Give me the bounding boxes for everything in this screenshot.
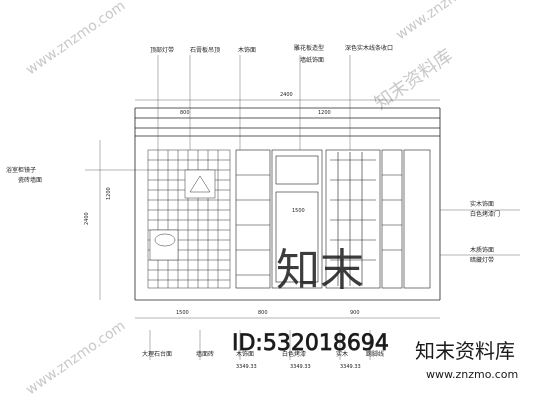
- right-label-2: 木质饰面: [470, 246, 494, 254]
- dim-top-0: 2400: [280, 92, 293, 98]
- ceiling-lines: [134, 107, 441, 301]
- bottom-sub-0: 3349.33: [236, 364, 257, 370]
- top-label-4: 墙纸饰面: [300, 56, 324, 64]
- dim-left-1: 1200: [106, 187, 112, 200]
- watermark-site-4: www.znzmo.com: [426, 368, 518, 381]
- top-dims: 2400 800 1200 1500: [180, 92, 331, 214]
- left-label-1: 瓷砖墙面: [18, 176, 42, 184]
- dim-bottom-0: 1500: [176, 310, 189, 316]
- watermark-site-2: www.znzmo.com: [393, 0, 498, 43]
- shelving-unit: [235, 149, 431, 289]
- dim-top-1: 800: [180, 110, 190, 116]
- bottom-label-2: 木饰面: [236, 350, 254, 358]
- top-label-5: 深色实木线条收口: [345, 44, 393, 52]
- dim-bottom-1: 800: [258, 310, 268, 316]
- top-label-0: 顶部灯带: [150, 46, 174, 54]
- bottom-label-5: 踢脚线: [366, 350, 384, 358]
- right-labels: 实木饰面 白色烤漆门 木质饰面 暗藏灯带: [470, 200, 500, 264]
- right-label-0: 实木饰面: [470, 200, 494, 208]
- bottom-labels: 1500 800 900 大理石台面 墙面砖 木饰面 白色烤漆 实木 踢脚线 3…: [142, 310, 384, 370]
- tile-wall: [147, 149, 231, 289]
- left-labels: 浴室柜镜子 瓷砖墙面 2400 1200: [6, 166, 112, 225]
- top-label-3: 雕花板造型: [294, 44, 324, 52]
- leader-lines: [85, 55, 520, 360]
- watermark-logo: 知末: [276, 245, 364, 296]
- top-label-2: 木饰面: [238, 46, 256, 54]
- watermark-id: ID:532018694: [232, 331, 389, 356]
- bottom-label-1: 墙面砖: [196, 350, 214, 358]
- watermark-site-1: www.znzmo.com: [23, 0, 128, 78]
- top-label-1: 石膏板吊顶: [190, 46, 220, 54]
- bottom-sub-1: 3349.33: [290, 364, 311, 370]
- right-label-1: 白色烤漆门: [470, 210, 500, 218]
- bottom-label-4: 实木: [336, 350, 348, 358]
- foreground-watermarks: 知末 ID:532018694 知末资料库 www.znzmo.com: [232, 245, 519, 381]
- bottom-label-3: 白色烤漆: [282, 350, 306, 358]
- bottom-label-0: 大理石台面: [142, 350, 172, 358]
- right-label-3: 暗藏灯带: [470, 256, 494, 264]
- watermark-brand-2: 知末资料库: [415, 339, 515, 363]
- watermark-brand-1: 知末资料库: [371, 45, 457, 114]
- watermark-site-3: www.znzmo.com: [23, 318, 128, 398]
- bottom-sub-2: 3349.33: [340, 364, 361, 370]
- dim-mid-0: 1500: [292, 208, 305, 214]
- top-labels: 顶部灯带 石膏板吊顶 木饰面 雕花板造型 墙纸饰面 深色实木线条收口: [150, 44, 393, 64]
- dim-bottom-2: 900: [350, 310, 360, 316]
- dim-top-2: 1200: [318, 110, 331, 116]
- left-label-0: 浴室柜镜子: [6, 166, 36, 174]
- dim-left-0: 2400: [84, 212, 90, 225]
